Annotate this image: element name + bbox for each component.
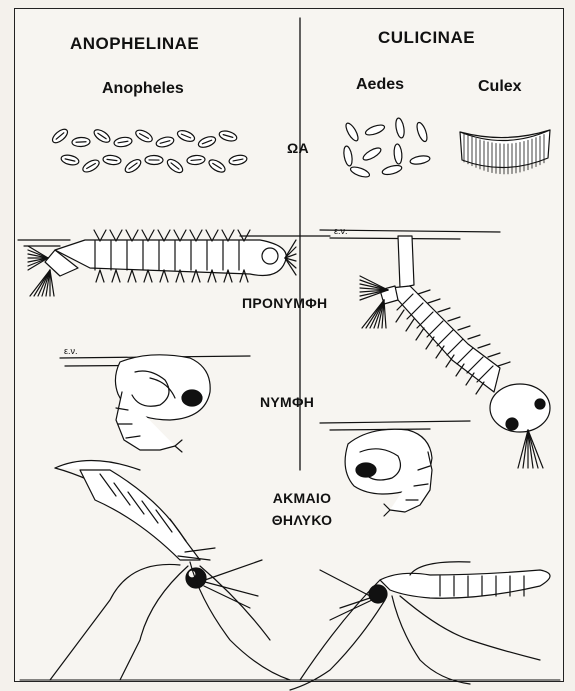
genus-culex-label: Culex [478,78,522,96]
anopheles-egg [134,128,154,144]
anopheles-eggs [50,127,247,175]
anopheles-egg [155,135,175,148]
genus-aedes-label: Aedes [356,76,404,94]
anopheles-egg [145,155,163,164]
anopheles-egg [50,127,70,145]
aedes-egg [364,123,385,137]
water-surface-mark-right: ε.ν. [334,226,348,236]
aedes-egg [361,146,382,163]
water-surface-mark-left: ε.ν. [64,346,78,356]
anopheles-egg [81,158,101,175]
aedes-egg [349,165,370,179]
anopheles-egg [197,135,217,150]
aedes-egg [395,117,406,138]
culicinae-pupa [345,429,432,516]
anopheles-egg [165,157,185,175]
anopheles-egg [123,157,143,175]
anopheles-pupa [115,355,210,452]
stage-adult-line2: ΘΗΛΥΚΟ [262,512,342,528]
aedes-egg [343,145,354,166]
stage-larva-label: ΠΡΟΝΥΜΦΗ [242,295,327,311]
aedes-egg [415,121,429,142]
aedes-egg [393,144,402,165]
anopheles-egg [207,157,227,174]
anopheles-egg [103,154,122,165]
anopheles-egg [218,129,238,143]
heading-anophelinae: ANOPHELINAE [70,34,199,54]
anopheles-egg [113,136,132,148]
heading-culicinae: CULICINAE [378,28,475,48]
anopheles-egg [60,154,80,167]
aedes-egg [409,155,430,166]
aedes-egg [381,164,402,177]
aedes-eggs [343,117,431,178]
aedes-egg [344,121,361,142]
anopheles-egg [92,127,112,145]
culex-egg-raft [460,130,550,174]
culicinae-adult [290,562,550,690]
anopheles-egg [187,155,206,166]
stage-adult-line1: ΑΚΜΑΙΟ [262,490,342,506]
anopheles-egg [228,154,247,166]
anopheles-egg [176,128,196,143]
stage-pupa-label: ΝΥΜΦΗ [260,394,314,410]
anopheles-adult [50,460,290,680]
genus-anopheles-label: Anopheles [102,80,184,98]
anopheles-egg [72,137,90,147]
stage-eggs-label: ΩΑ [287,140,309,156]
